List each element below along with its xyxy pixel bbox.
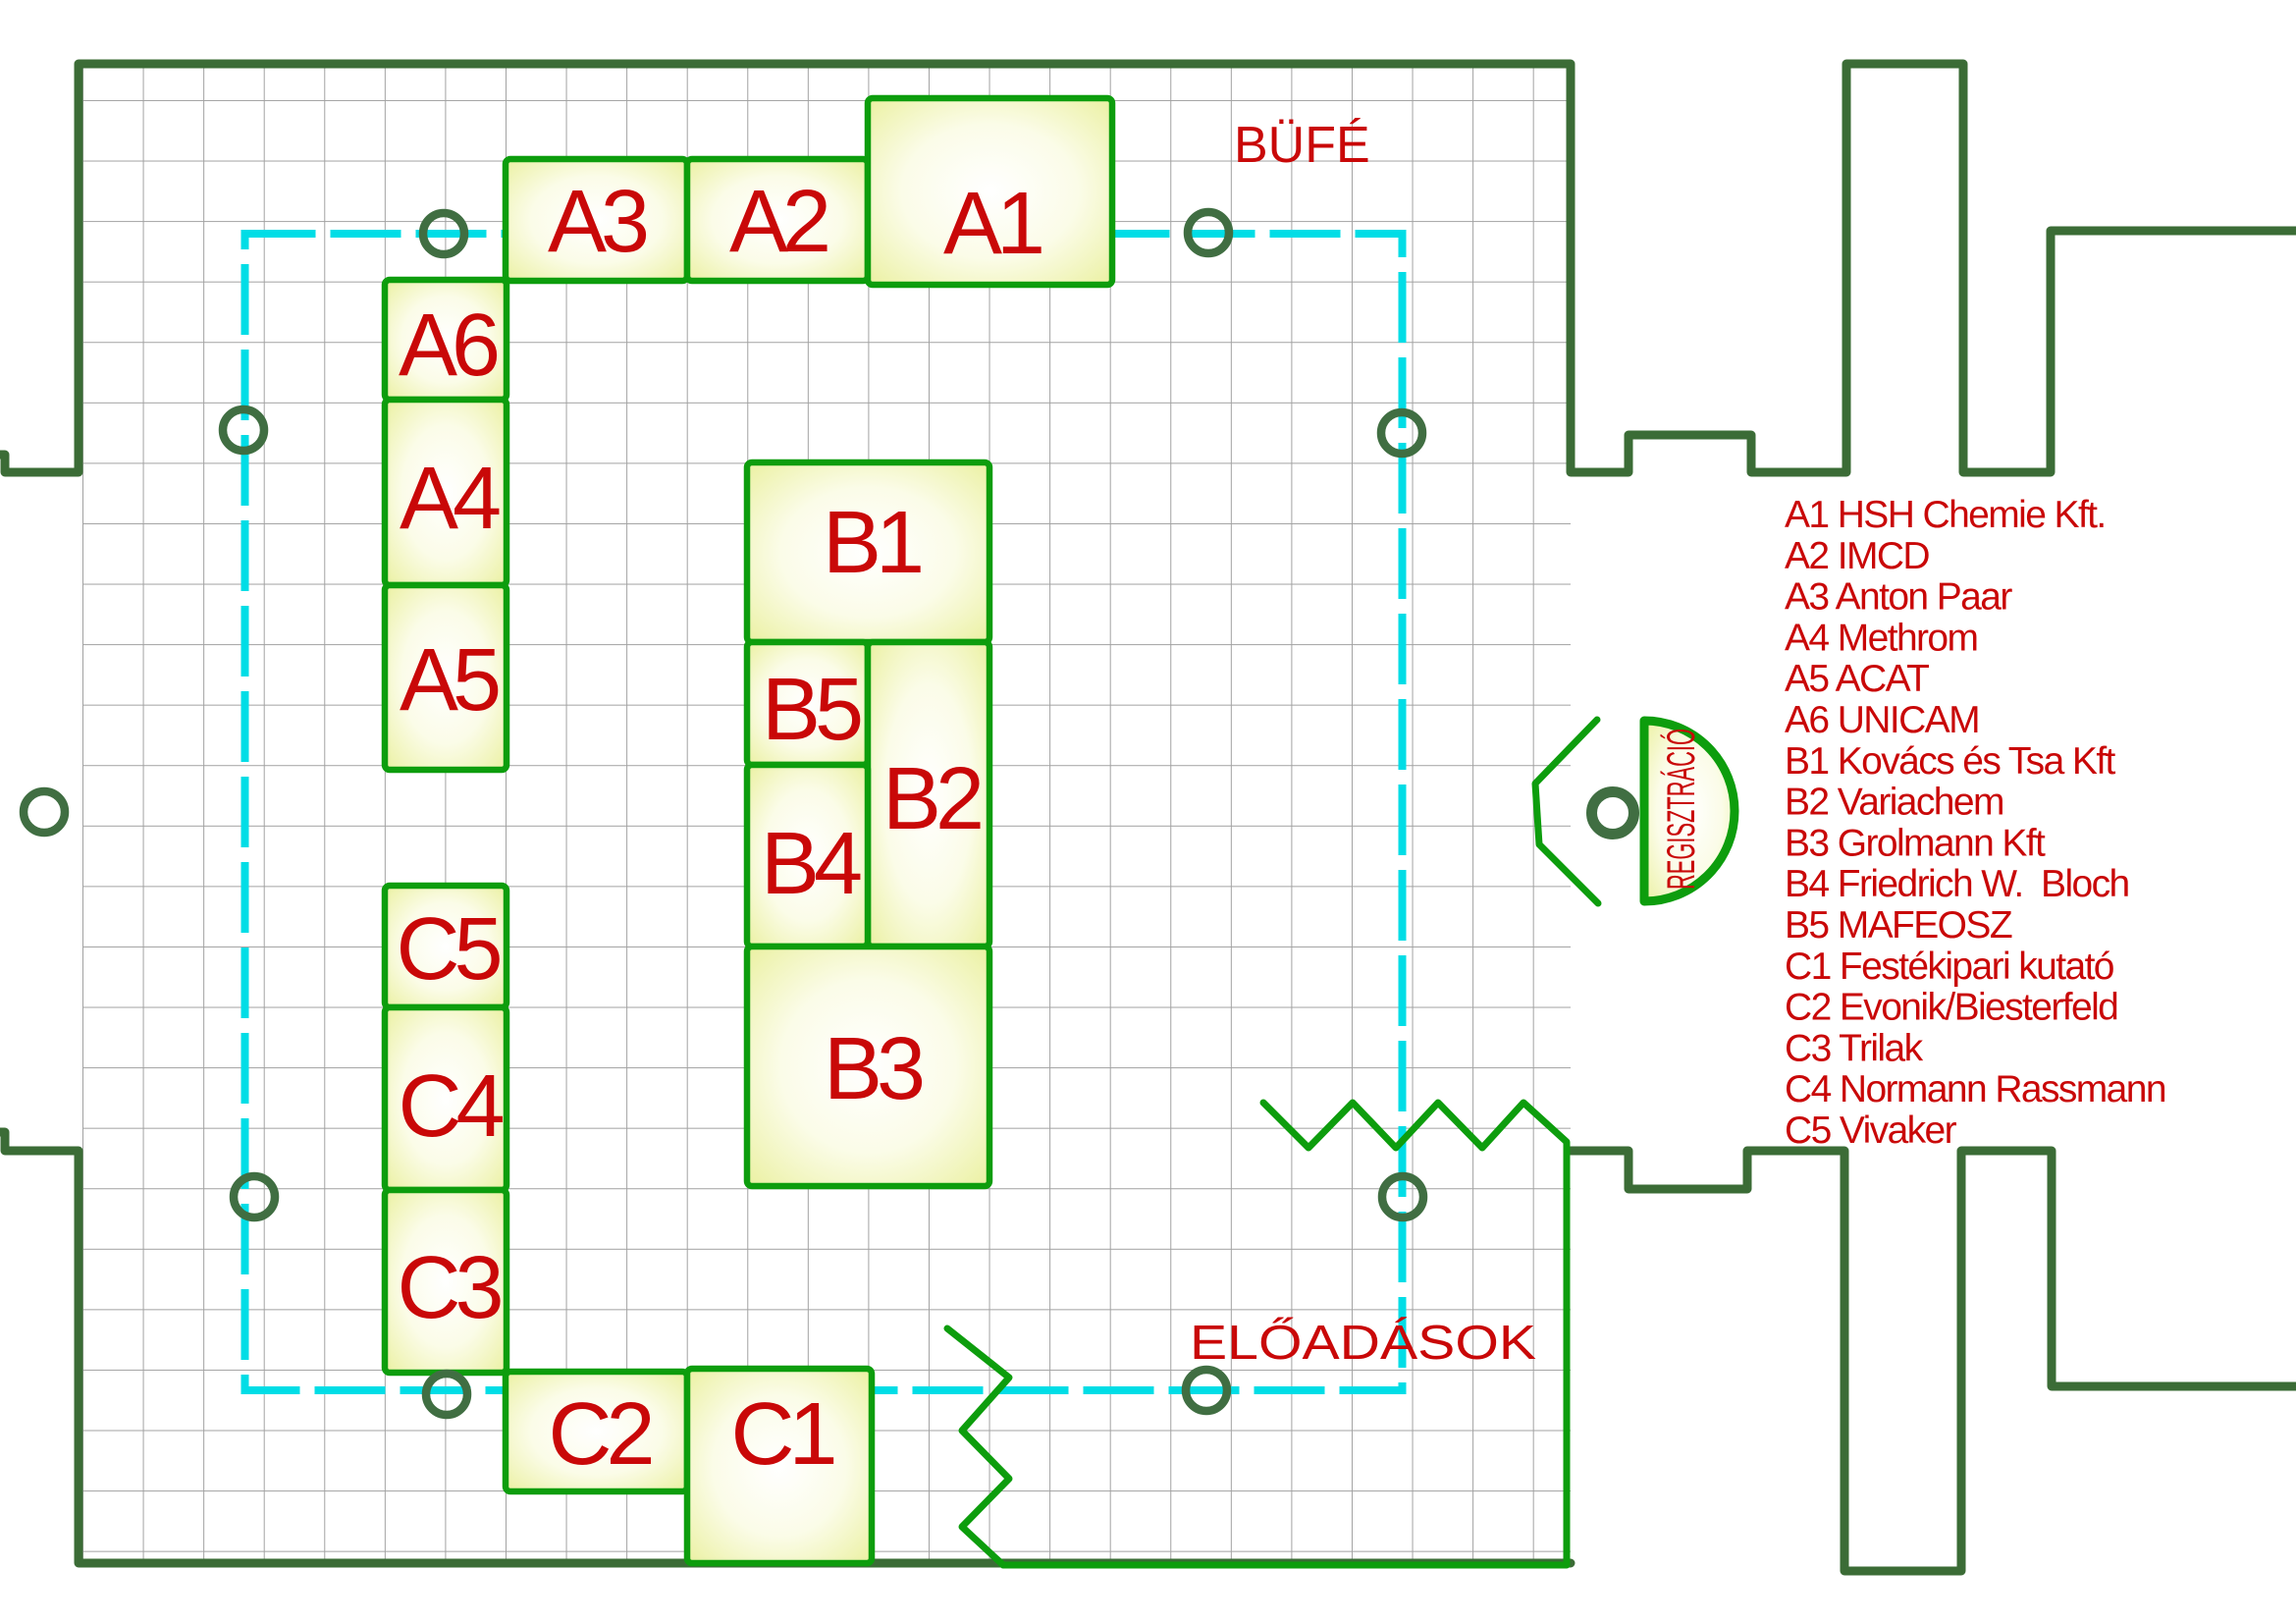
svg-text:C3: C3: [397, 1239, 501, 1337]
svg-text:C2 Evonik/Biesterfeld: C2 Evonik/Biesterfeld: [1785, 987, 2117, 1029]
svg-text:C1: C1: [730, 1385, 833, 1484]
svg-text:C4 Normann Rassmann: C4 Normann Rassmann: [1785, 1068, 2165, 1110]
svg-text:A5 ACAT: A5 ACAT: [1785, 658, 1929, 700]
svg-text:B2: B2: [882, 750, 981, 848]
svg-text:REGISZTRÁCIÓ: REGISZTRÁCIÓ: [1659, 729, 1703, 890]
svg-text:A6 UNICAM: A6 UNICAM: [1785, 699, 1979, 741]
svg-text:A1 HSH Chemie Kft.: A1 HSH Chemie Kft.: [1785, 494, 2106, 536]
svg-text:A3 Anton Paar: A3 Anton Paar: [1785, 576, 2012, 619]
svg-text:A6: A6: [399, 297, 498, 395]
svg-text:B1: B1: [823, 494, 921, 592]
svg-text:C3 Trilak: C3 Trilak: [1785, 1027, 1924, 1069]
svg-text:B4: B4: [761, 815, 861, 913]
svg-text:C5 Vivaker: C5 Vivaker: [1785, 1109, 1957, 1152]
svg-text:C5: C5: [396, 900, 500, 999]
svg-text:B3: B3: [824, 1020, 923, 1118]
svg-text:A3: A3: [548, 173, 647, 271]
svg-text:B1 Kovács és Tsa Kft: B1 Kovács és Tsa Kft: [1785, 740, 2116, 783]
svg-text:B5 MAFEOSZ: B5 MAFEOSZ: [1785, 904, 2012, 947]
svg-text:B2 Variachem: B2 Variachem: [1785, 782, 2003, 824]
svg-text:A2: A2: [729, 173, 828, 271]
svg-text:C2: C2: [548, 1385, 651, 1484]
svg-text:BÜFÉ: BÜFÉ: [1234, 117, 1370, 174]
svg-text:A5: A5: [400, 631, 499, 730]
svg-text:C1 Festékipari kutató: C1 Festékipari kutató: [1785, 946, 2114, 988]
svg-text:A1: A1: [943, 175, 1041, 273]
svg-text:ELŐADÁSOK: ELŐADÁSOK: [1190, 1317, 1536, 1370]
svg-text:A4 Methrom: A4 Methrom: [1785, 617, 1977, 659]
svg-text:B4 Friedrich W. Bloch: B4 Friedrich W. Bloch: [1785, 863, 2129, 905]
svg-text:B5: B5: [762, 661, 861, 759]
svg-text:B3 Grolmann Kft: B3 Grolmann Kft: [1785, 822, 2046, 864]
svg-text:A4: A4: [400, 450, 500, 548]
svg-text:A2 IMCD: A2 IMCD: [1785, 535, 1929, 577]
svg-text:C4: C4: [398, 1057, 503, 1156]
